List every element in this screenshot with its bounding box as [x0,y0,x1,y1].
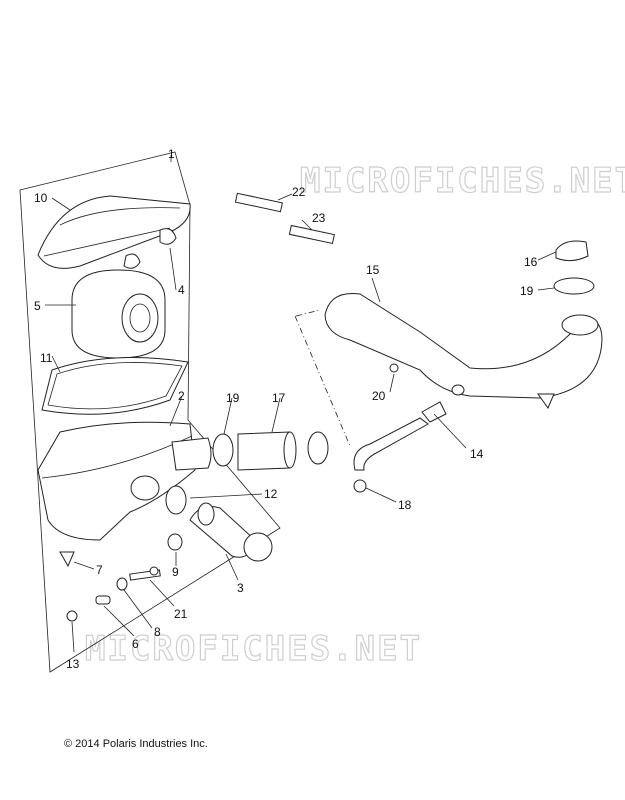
spacer [95,595,111,605]
callout-23: 23 [312,211,326,225]
screw [389,363,399,373]
callout-16: 16 [524,255,538,269]
decal-22 [234,192,283,213]
callout-7: 7 [96,563,103,577]
callout-1: 1 [168,147,175,161]
callout-12: 12 [264,487,278,501]
drain-valve-duct [537,393,555,410]
callout-6: 6 [132,637,139,651]
airbox-seal [41,357,189,415]
bolt [129,566,161,581]
callout-3: 3 [237,581,244,595]
air-filter [71,269,166,359]
drain-valve [59,551,75,568]
vent-nut [353,479,367,493]
callout-11: 11 [40,351,53,365]
callout-20: 20 [372,389,386,403]
leader-lines [45,193,557,653]
callout-22: 22 [292,185,306,199]
callout-14: 14 [470,447,484,461]
intake-clamp [165,485,187,515]
callout-17: 17 [272,391,286,405]
callout-2: 2 [178,389,185,403]
callout-9: 9 [172,565,179,579]
intake-duct [324,292,603,399]
airbox-lid [37,195,191,269]
intake-hose [237,431,297,471]
watermark-bottom: MICROFICHES.NET [85,629,422,669]
assembly-frame [19,151,281,673]
copyright-notice: © 2014 Polaris Industries Inc. [64,738,208,750]
callout-8: 8 [154,625,161,639]
duct-cap [555,240,589,262]
drain-plug [167,533,183,551]
latch-clips [123,228,177,269]
callout-13: 13 [66,657,80,671]
callout-21: 21 [174,607,188,621]
nut [66,610,78,622]
vent-tube [353,401,447,471]
clamp-right [307,431,329,465]
leader-dashed [294,315,351,447]
callout-5: 5 [34,299,41,313]
grommet [116,577,128,591]
callout-10: 10 [34,191,48,205]
callout-labels: 1 2 3 4 5 6 7 8 9 10 11 12 13 14 15 16 1… [34,147,538,671]
decal-23 [288,224,335,245]
callout-4: 4 [178,283,185,297]
callout-19-left: 19 [226,391,240,405]
callout-18: 18 [398,498,412,512]
airbox-base [37,421,212,541]
watermark-top: MICROFICHES.NET [300,161,625,201]
callout-19-right: 19 [520,284,534,298]
clamp-duct [553,277,595,295]
clamp-left [212,433,234,467]
intake-boot [189,502,273,562]
callout-15: 15 [366,263,380,277]
